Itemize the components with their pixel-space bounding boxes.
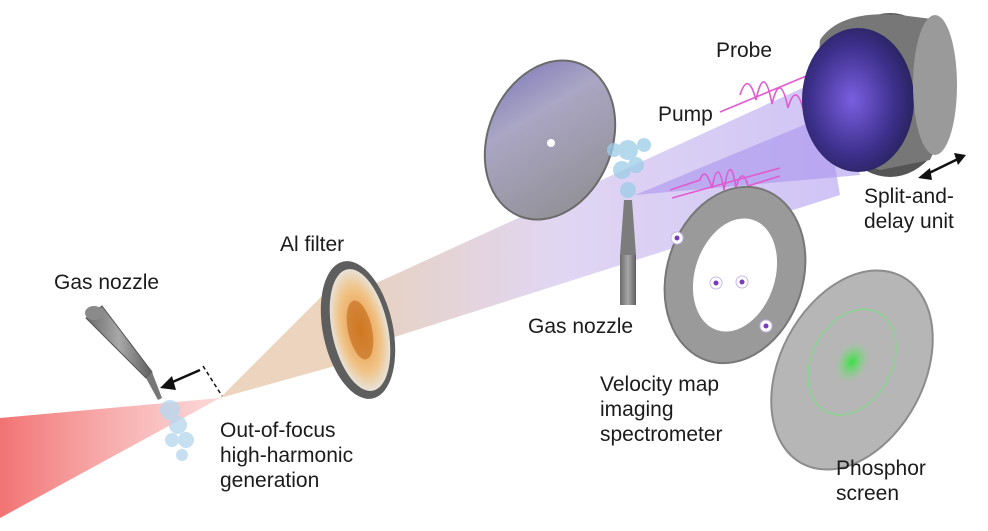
delay-direction-arrow [918, 153, 966, 180]
xuv-beam-filtered [372, 80, 840, 340]
pump-pulse [669, 167, 781, 199]
aperture-hole [547, 139, 555, 147]
gas-nozzle-left-body [85, 305, 162, 400]
label-phosphor-screen: Phosphor screen [836, 457, 926, 505]
label-pump: Pump [658, 103, 713, 126]
gas-plume-right [607, 138, 651, 198]
driving-laser-beam [0, 398, 220, 518]
nozzle-offset-arrow [160, 365, 223, 397]
label-probe: Probe [716, 39, 773, 62]
label-out-of-focus-hhg: Out-of-focus high-harmonic generation [220, 419, 354, 492]
gas-nozzle-right-body [620, 200, 636, 305]
gas-plume-left [160, 400, 194, 461]
phosphor-screen-disk [770, 269, 934, 471]
label-gas-nozzle-right: Gas nozzle [528, 315, 634, 338]
al-filter-component [320, 261, 396, 399]
label-al-filter: Al filter [280, 233, 345, 256]
focused-xuv-beam [635, 110, 860, 195]
label-gas-nozzle-left: Gas nozzle [54, 271, 160, 294]
vmi-electrode-ring [663, 185, 807, 365]
label-vmi-spectrometer: Velocity map imaging spectrometer [600, 373, 723, 446]
split-delay-unit-body [802, 13, 957, 177]
label-split-and-delay: Split-and- delay unit [864, 185, 954, 233]
